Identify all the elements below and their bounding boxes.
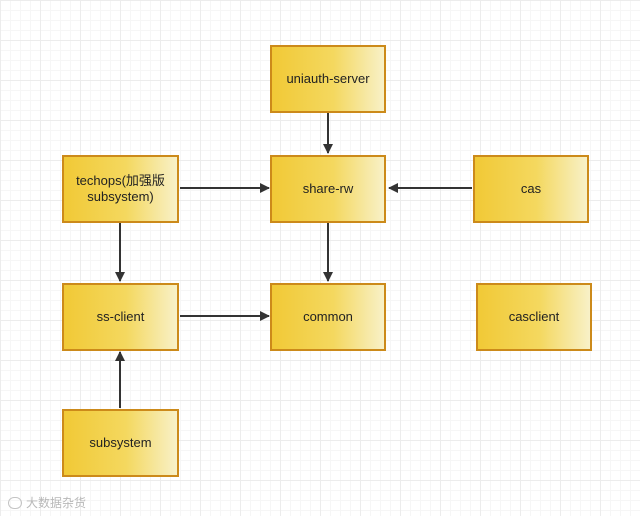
watermark: 大数据杂货 [8,494,86,511]
watermark-text: 大数据杂货 [26,496,87,510]
node-techops[interactable]: techops(加强版subsystem) [62,155,179,223]
node-uniauth-server[interactable]: uniauth-server [270,45,386,113]
node-subsystem[interactable]: subsystem [62,409,179,477]
node-ss-client[interactable]: ss-client [62,283,179,351]
node-common[interactable]: common [270,283,386,351]
chat-bubble-icon [8,496,22,509]
node-casclient[interactable]: casclient [476,283,592,351]
node-cas[interactable]: cas [473,155,589,223]
node-share-rw[interactable]: share-rw [270,155,386,223]
